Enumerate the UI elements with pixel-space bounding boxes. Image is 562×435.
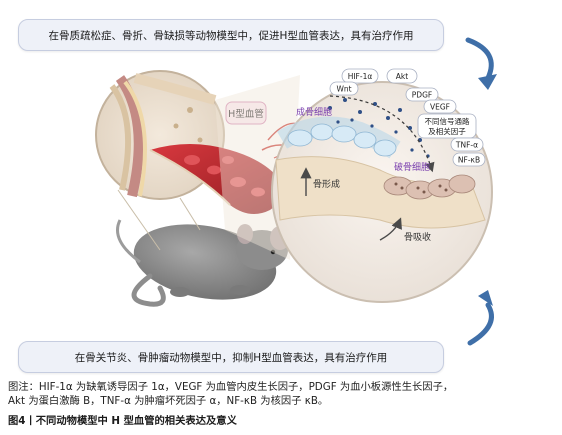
factor-vegf: VEGF (423, 99, 457, 114)
factor-pathways: 不同信号通路 及相关因子 (417, 113, 477, 139)
factor-hif: HIF-1α (341, 68, 379, 84)
osteoclast-label: 破骨细胞 (394, 161, 430, 173)
figure-illustration: H型血管 成骨细胞 (95, 37, 497, 346)
h-vessel-label: H型血管 (228, 108, 264, 120)
factor-nfkb: NF-κB (452, 152, 486, 167)
svg-text:PDGF: PDGF (412, 91, 432, 100)
top-banner-text: 在骨质疏松症、骨折、骨缺损等动物模型中，促进H型血管表达，具有治疗作用 (48, 29, 414, 42)
svg-text:及相关因子: 及相关因子 (428, 126, 466, 136)
figure-caption: 图4丨不同动物模型中 H 型血管的相关表达及意义 (8, 415, 237, 427)
figure-note-line-1: 图注：HIF-1α 为缺氧诱导因子 1α，VEGF 为血管内皮生长因子，PDGF… (8, 381, 454, 393)
top-banner: 在骨质疏松症、骨折、骨缺损等动物模型中，促进H型血管表达，具有治疗作用 (18, 19, 444, 51)
bottom-banner-text: 在骨关节炎、骨肿瘤动物模型中，抑制H型血管表达，具有治疗作用 (74, 351, 388, 364)
bone-resorption-label: 骨吸收 (404, 231, 431, 243)
h-vessel-label-box: H型血管 (225, 101, 267, 125)
bone-formation-label: 骨形成 (313, 178, 340, 190)
curved-arrow-bottom-icon (467, 290, 494, 346)
svg-text:Akt: Akt (396, 72, 408, 81)
curved-arrow-top-icon (465, 37, 497, 90)
svg-text:Wnt: Wnt (336, 85, 351, 94)
svg-text:NF-κB: NF-κB (458, 156, 480, 165)
bottom-banner: 在骨关节炎、骨肿瘤动物模型中，抑制H型血管表达，具有治疗作用 (18, 341, 444, 373)
osteoblast-label: 成骨细胞 (296, 106, 332, 118)
factor-tnf: TNF-α (450, 137, 484, 152)
factor-wnt: Wnt (329, 81, 359, 96)
factor-pdgf: PDGF (405, 87, 439, 102)
svg-text:不同信号通路: 不同信号通路 (425, 116, 470, 126)
svg-text:HIF-1α: HIF-1α (348, 72, 373, 81)
svg-text:TNF-α: TNF-α (455, 141, 478, 150)
factor-akt: Akt (386, 68, 418, 84)
figure-note-line-2: Akt 为蛋白激酶 B，TNF-α 为肿瘤坏死因子 α，NF-κB 为核因子 κ… (8, 395, 329, 407)
svg-text:VEGF: VEGF (430, 103, 450, 112)
